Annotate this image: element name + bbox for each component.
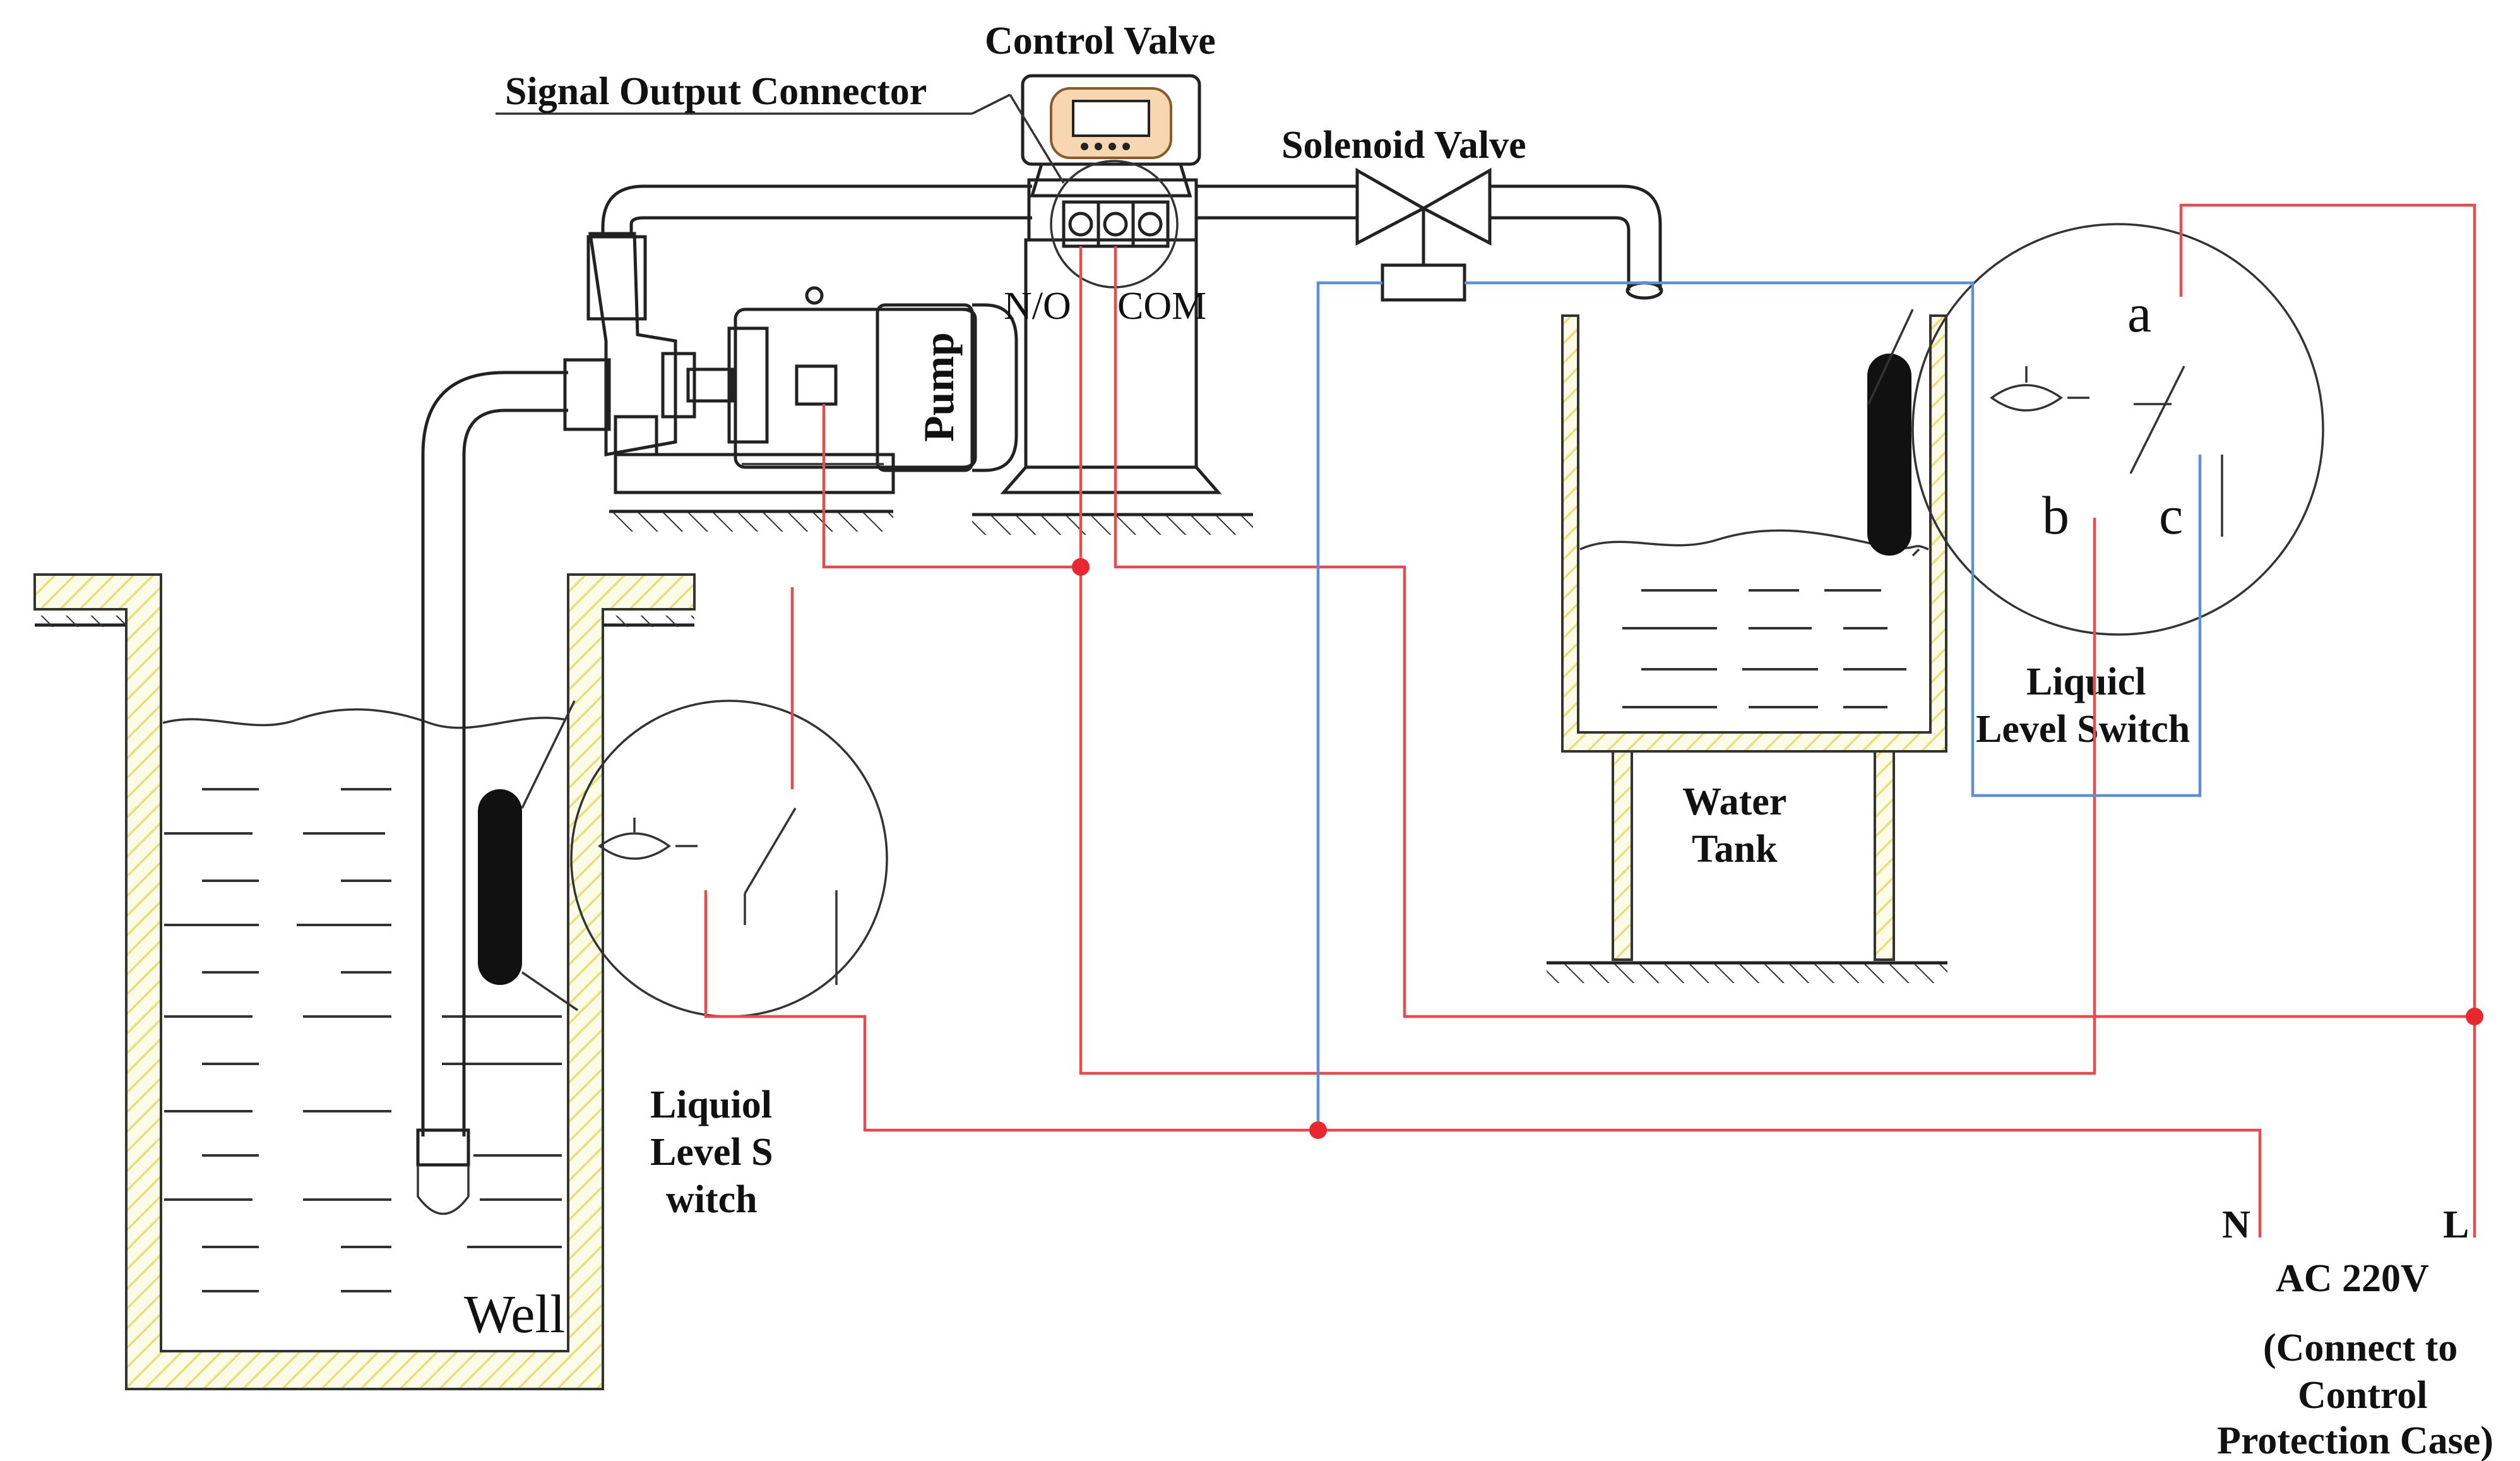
power-note-3: Protection Case) bbox=[2217, 1419, 2493, 1461]
wiring-red bbox=[704, 203, 2476, 1237]
intake-pipe bbox=[416, 371, 568, 1215]
well-switch-label-3: witch bbox=[666, 1178, 758, 1221]
well-label: Well bbox=[464, 1284, 565, 1344]
switch-a-label: a bbox=[2127, 283, 2151, 343]
well-float bbox=[478, 789, 522, 985]
switch-c-label: c bbox=[2159, 485, 2183, 546]
no-terminal-label: N/O bbox=[1004, 285, 1071, 328]
water-tank-label-2: Tank bbox=[1692, 828, 1778, 871]
well-water-dashes bbox=[164, 788, 562, 1292]
pump-outlet-pipe bbox=[586, 184, 1032, 321]
solenoid-valve-label: Solenoid Valve bbox=[1281, 124, 1526, 167]
live-label: L bbox=[2443, 1203, 2469, 1246]
control-valve-label: Control Valve bbox=[985, 20, 1216, 63]
power-note-2: Control bbox=[2298, 1374, 2428, 1417]
tank-water-dashes bbox=[1622, 589, 1906, 708]
power-note-1: (Connect to bbox=[2263, 1327, 2458, 1369]
neutral-label: N bbox=[2222, 1203, 2250, 1246]
power-label: AC 220V bbox=[2276, 1257, 2429, 1300]
outlet-pipe bbox=[1196, 184, 1663, 300]
pump-label: Pump bbox=[915, 332, 963, 442]
well: Well bbox=[33, 573, 696, 1390]
control-valve bbox=[496, 74, 1253, 535]
tank-switch-label-2: Level Switch bbox=[1976, 708, 2190, 751]
switch-b-label: b bbox=[2042, 485, 2069, 546]
junction-dots bbox=[1072, 558, 2483, 1139]
wiring-blue bbox=[1316, 281, 2202, 1130]
water-tank bbox=[1547, 314, 1947, 983]
com-terminal-label: COM bbox=[1117, 285, 1206, 328]
water-tank-label-1: Water bbox=[1682, 780, 1786, 823]
pump bbox=[563, 232, 1018, 532]
solenoid-valve bbox=[1355, 167, 1492, 302]
signal-output-connector-label: Signal Output Connector bbox=[505, 70, 927, 113]
tank-float bbox=[1867, 354, 1911, 556]
tank-level-switch-detail bbox=[1867, 223, 2324, 636]
well-switch-label-2: Level S bbox=[650, 1131, 773, 1174]
tank-switch-label-1: Liquicl bbox=[2026, 660, 2146, 703]
well-switch-label-1: Liquiol bbox=[650, 1083, 772, 1126]
